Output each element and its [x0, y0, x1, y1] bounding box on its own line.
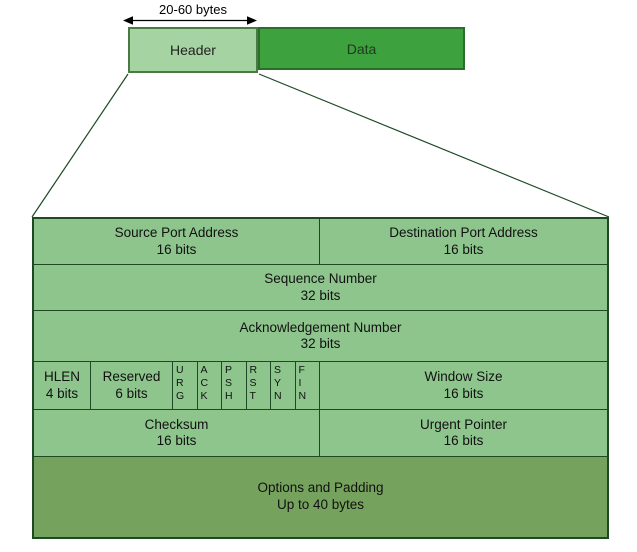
field-checksum: Checksum 16 bits	[34, 410, 320, 456]
flag-ack: A C K	[198, 362, 222, 409]
field-destination-port: Destination Port Address 16 bits	[389, 225, 538, 257]
expansion-line-right	[258, 73, 610, 218]
flag-urg: U R G	[173, 362, 198, 409]
packet-header-label: Header	[170, 42, 216, 58]
table-row-sequence: Sequence Number 32 bits	[34, 265, 607, 311]
packet-data-label: Data	[346, 40, 377, 57]
field-source-port: Source Port Address 16 bits	[34, 219, 320, 264]
tcp-header-table: Source Port Address 16 bits Destination …	[32, 217, 609, 539]
size-annotation: 20-60 bytes	[159, 2, 227, 17]
table-row-ports: Source Port Address 16 bits Destination …	[34, 219, 607, 265]
table-row-acknowledgement: Acknowledgement Number 32 bits	[34, 311, 607, 362]
flag-rst: R S T	[247, 362, 271, 409]
field-window-size: Window Size 16 bits	[424, 369, 503, 401]
field-sequence-number: Sequence Number 32 bits	[264, 271, 377, 303]
expansion-line-left	[31, 73, 129, 218]
field-acknowledgement-number: Acknowledgement Number 32 bits	[239, 319, 402, 351]
flag-psh: P S H	[222, 362, 247, 409]
packet-data-box: Data	[258, 27, 465, 70]
flag-fin: F I N	[296, 362, 320, 409]
packet-header-box: Header	[128, 27, 258, 73]
field-reserved: Reserved 6 bits	[91, 362, 173, 409]
field-options-padding: Options and Padding Up to 40 bytes	[34, 457, 607, 537]
table-row-flags: HLEN 4 bits Reserved 6 bits U R G A C K …	[34, 362, 607, 410]
flag-syn: S Y N	[271, 362, 296, 409]
table-row-checksum: Checksum 16 bits Urgent Pointer 16 bits	[34, 410, 607, 457]
field-hlen: HLEN 4 bits	[34, 362, 91, 409]
field-urgent-pointer: Urgent Pointer 16 bits	[419, 416, 508, 448]
